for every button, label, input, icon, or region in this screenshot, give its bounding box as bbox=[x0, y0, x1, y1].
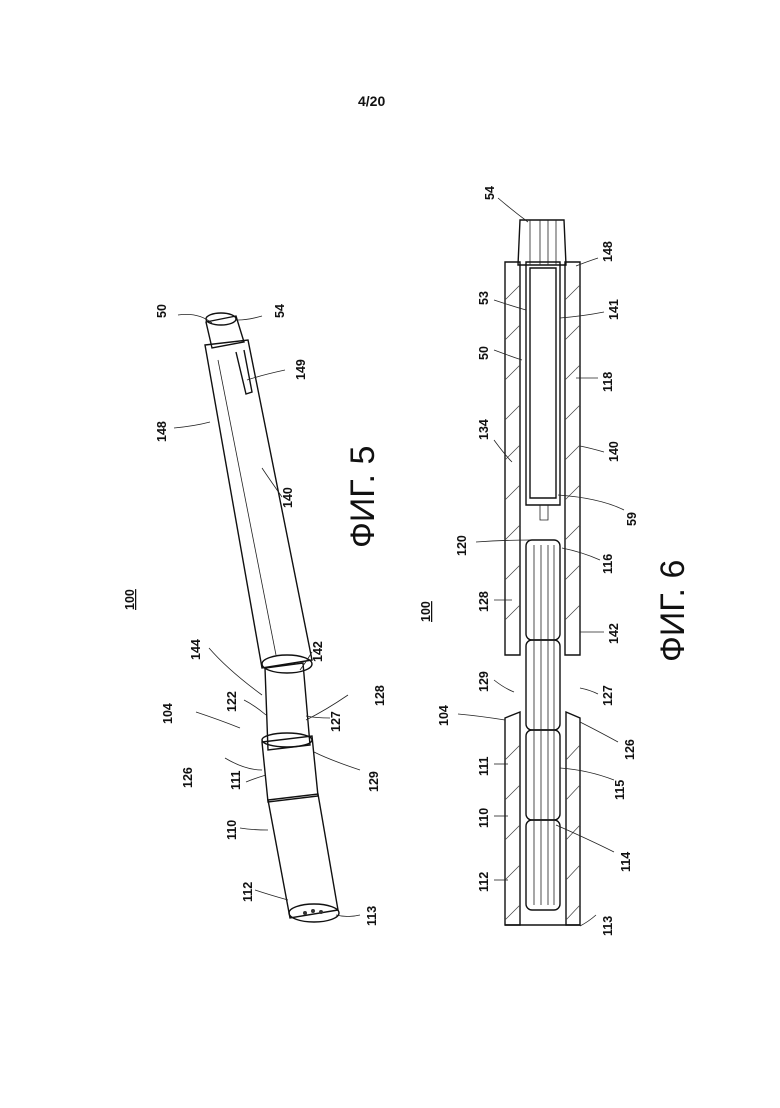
fig6-label-112: 112 bbox=[477, 872, 491, 892]
fig6-mouthpiece-tip bbox=[518, 220, 566, 265]
fig6-label-50: 50 bbox=[477, 346, 491, 360]
fig5-label-54: 54 bbox=[273, 304, 287, 318]
fig6-label-140: 140 bbox=[607, 441, 621, 462]
fig6-assembly-ref: 100 bbox=[419, 601, 433, 622]
fig5-rod-end bbox=[289, 904, 339, 922]
fig6-housing-right bbox=[566, 712, 580, 925]
fig6-outer-wall-left bbox=[505, 262, 520, 655]
fig6-label-120: 120 bbox=[455, 535, 469, 556]
fig5-label-50: 50 bbox=[155, 304, 169, 318]
fig6-rod-segments bbox=[526, 540, 560, 910]
fig5-label-122: 122 bbox=[225, 691, 239, 712]
fig6-label-113: 113 bbox=[601, 916, 615, 936]
fig6-wall-hatching bbox=[505, 285, 580, 620]
fig6-drawing: 54 148 53 141 50 118 134 140 59 120 116 … bbox=[419, 186, 692, 936]
fig6-label-110: 110 bbox=[477, 808, 491, 828]
fig5-assembly-ref: 100 bbox=[123, 589, 137, 610]
fig5-label-126: 126 bbox=[181, 767, 195, 788]
fig5-label-127: 127 bbox=[329, 711, 343, 732]
fig6-label-129: 129 bbox=[477, 671, 491, 692]
fig6-label-116: 116 bbox=[601, 554, 615, 574]
fig5-band-top bbox=[262, 733, 312, 747]
fig5-outer-sleeve bbox=[205, 340, 312, 668]
page-number: 4/20 bbox=[358, 93, 385, 109]
fig5-label-148: 148 bbox=[155, 421, 169, 442]
fig6-label-134: 134 bbox=[477, 419, 491, 440]
fig5-rod bbox=[268, 794, 338, 918]
fig5-label-113: 113 bbox=[365, 906, 379, 926]
fig6-label-111: 111 bbox=[477, 756, 491, 776]
fig5-label-111: 111 bbox=[229, 770, 243, 790]
fig6-label-126: 126 bbox=[623, 739, 637, 760]
fig6-label-114: 114 bbox=[619, 852, 633, 872]
fig6-caption: ФИГ. 6 bbox=[654, 560, 692, 662]
fig6-label-104: 104 bbox=[437, 705, 451, 726]
fig6-housing-left bbox=[505, 712, 520, 925]
fig6-label-128: 128 bbox=[477, 591, 491, 612]
fig6-label-141: 141 bbox=[607, 299, 621, 320]
fig5-label-129: 129 bbox=[367, 771, 381, 792]
fig5-label-128: 128 bbox=[373, 685, 387, 706]
fig6-label-127: 127 bbox=[601, 685, 615, 706]
fig5-label-149: 149 bbox=[294, 359, 308, 380]
fig5-label-112: 112 bbox=[241, 882, 255, 902]
fig6-outer-wall-right bbox=[565, 262, 580, 655]
fig5-label-110: 110 bbox=[225, 820, 239, 840]
fig6-label-148: 148 bbox=[601, 241, 615, 262]
fig5-label-142: 142 bbox=[311, 641, 325, 662]
fig5-slot bbox=[236, 350, 252, 394]
fig6-label-118: 118 bbox=[601, 372, 615, 392]
fig5-label-144: 144 bbox=[189, 639, 203, 660]
fig6-label-53: 53 bbox=[477, 291, 491, 305]
fig5-sleeve-shading bbox=[218, 360, 276, 655]
fig5-label-140: 140 bbox=[281, 487, 295, 508]
fig6-cartridge bbox=[526, 262, 560, 505]
fig6-label-54: 54 bbox=[483, 186, 497, 200]
fig6-label-142: 142 bbox=[607, 623, 621, 644]
fig5-caption: ФИГ. 5 bbox=[344, 446, 382, 548]
fig5-drawing: 50 54 149 148 140 144 142 104 122 128 12… bbox=[123, 304, 387, 926]
fig6-label-59: 59 bbox=[625, 512, 639, 526]
fig5-label-104: 104 bbox=[161, 703, 175, 724]
fig6-label-115: 115 bbox=[613, 780, 627, 800]
